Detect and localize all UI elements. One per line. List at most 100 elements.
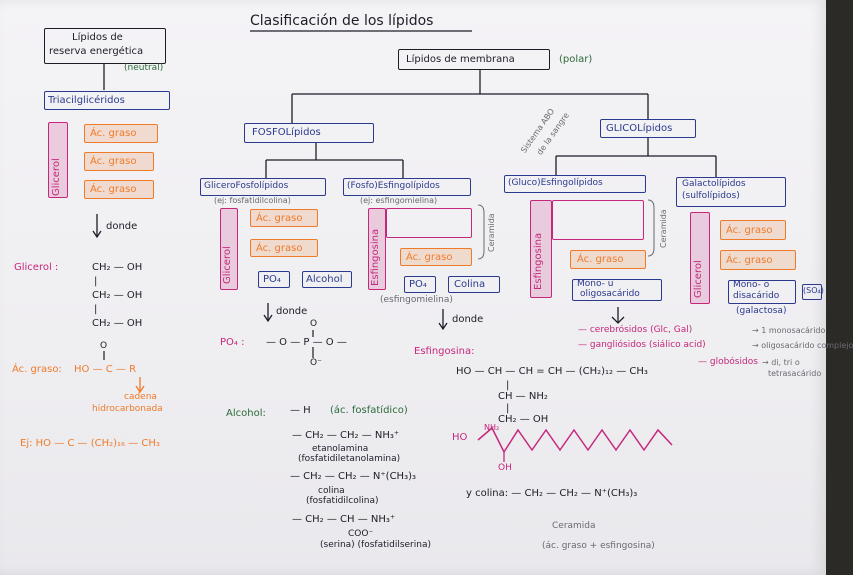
gp-fatty-acid-2 (250, 239, 318, 257)
galactolipids-label: Galactolípidos (682, 179, 746, 189)
membrane-lipids-box (398, 49, 550, 70)
gs-oligosaccharide-2: oligosacárido (580, 289, 640, 299)
sp-colina-label: Colina (454, 279, 486, 290)
alcohol-1-name: (ác. fosfatídico) (330, 405, 408, 416)
fatty-acid-1 (84, 124, 158, 143)
reserve-polarity: (neutral) (124, 63, 164, 73)
glucosphingolipids-box (504, 175, 646, 193)
gl-disaccharide (728, 280, 796, 304)
zigzag-oh: OH (498, 463, 512, 473)
gs-fatty-acid (570, 250, 646, 269)
fatty-acid-3 (84, 180, 154, 199)
ceramide-note: (ác. graso + esfingosina) (542, 541, 655, 551)
ceramide-label: Ceramida (552, 521, 596, 531)
glycerol-formula-3: CH₂ — OH (92, 290, 143, 301)
gl-fatty-acid-2-label: Ác. graso (726, 255, 773, 266)
reserve-heading-line2: reserva energética (49, 46, 144, 57)
phospholipids-box (244, 123, 374, 143)
globosides: — globósidos (698, 357, 758, 367)
triglycerides-box (44, 91, 170, 110)
sulfolipids-label: (sulfolípidos) (682, 191, 740, 201)
po4-label: PO₄ : (220, 337, 245, 348)
gp-fatty-acid-2-label: Ác. graso (256, 243, 303, 254)
sphingosine-branch-4: CH₂ — OH (498, 414, 549, 425)
glycerophospholipids-label: GliceroFosfolípidos (204, 181, 289, 191)
fatty-acid-formula-label: Ác. graso: (12, 364, 62, 375)
alcohol-2-name: etanolamina (312, 444, 369, 454)
globosides-note-2: tetrasacárido (768, 369, 822, 378)
sp-fatty-acid (400, 248, 472, 266)
reserve-lipids-box (44, 28, 166, 64)
gs-sphingosine-arm (552, 200, 644, 240)
page-title: Clasificación de los lípidos (250, 13, 434, 29)
po4-formula: — O — P — O — (266, 337, 347, 348)
glycerol-formula-2: | (94, 276, 98, 287)
glucosphingolipids-label: (Gluco)Esfingolípidos (508, 178, 603, 188)
alcohol-3-name: colina (318, 486, 345, 496)
fatty-acid-2 (84, 152, 154, 171)
gl-so4 (802, 284, 822, 300)
gp-alcohol-label: Alcohol (306, 274, 343, 285)
glycerol-formula-label: Glicerol : (14, 262, 59, 273)
gp-po4-label: PO₄ (263, 274, 281, 285)
fatty-acid-formula: HO — C — R (74, 364, 137, 375)
sphingo-where: donde (452, 314, 484, 325)
gp-fatty-acid-1-label: Ác. graso (256, 213, 303, 224)
sp-sphingosine (368, 208, 386, 290)
zigzag-nh2: NH₂ (484, 423, 500, 432)
gs-sphingosine-label: Esfingosina (533, 232, 544, 290)
alcohol-4-sub: (serina) (fosfatidilserina) (320, 540, 431, 550)
glycerol-formula-5: CH₂ — OH (92, 318, 143, 329)
glycerophospholipids-box (200, 178, 326, 196)
glycerol-backbone-label: Glicerol (51, 158, 62, 196)
po4-o-bottom: O⁻ (310, 358, 322, 368)
gs-oligosaccharide-1: Mono- u (577, 279, 614, 289)
fatty-acid-1-label: Ác. graso (90, 128, 137, 139)
gl-disaccharide-2: disacárido (733, 291, 780, 301)
sphingophospholipids-box (343, 178, 471, 196)
gl-disaccharide-1: Mono- o (733, 280, 770, 290)
gp-fatty-acid-1 (250, 209, 318, 227)
galactolipids-box (676, 177, 786, 207)
sphingophospholipids-note: (ej: esfingomielina) (360, 196, 438, 205)
triglycerides-label: Triacilglicéridos (48, 95, 125, 106)
gs-sphingosine (530, 200, 552, 298)
sp-ceramida-label: Ceramida (487, 213, 496, 252)
gl-fatty-acid-1 (720, 220, 786, 240)
gl-so4-label: (SO₄) (803, 286, 824, 295)
sphingosine-branch-2: CH — NH₂ (498, 391, 548, 402)
glycerol-formula-4: | (94, 304, 98, 315)
fatty-acid-example: Ej: HO — C — (CH₂)₁₆ — CH₃ (20, 438, 160, 449)
alcohol-3-sub: (fosfatidilcolina) (306, 496, 379, 506)
sp-sphingosine-label: Esfingosina (370, 228, 381, 286)
gs-fatty-acid-label: Ác. graso (577, 254, 624, 265)
sp-po4 (404, 276, 436, 293)
membrane-heading: Lípidos de membrana (406, 54, 515, 65)
glycerophospholipids-note: (ej: fosfatidilcolina) (214, 196, 291, 205)
chain-note-2: hidrocarbonada (92, 404, 163, 414)
sp-colina (448, 276, 500, 293)
chain-note-1: cadena (124, 392, 157, 402)
alcohol-2-formula: — CH₂ — CH₂ — NH₃⁺ (292, 430, 400, 441)
reserve-heading-line1: Lípidos de (72, 32, 123, 43)
cerebrosides-note: → 1 monosacárido (752, 326, 826, 335)
sphingosine-formula: HO — CH — CH = CH — (CH₂)₁₂ — CH₃ (456, 366, 648, 377)
fatty-acid-2-label: Ác. graso (90, 156, 137, 167)
gangliosides: — gangliósidos (siálico acid) (578, 340, 706, 350)
gl-galactose-note: (galactosa) (736, 306, 787, 316)
phospho-where: donde (276, 306, 308, 317)
sp-sphingosine-arm (386, 208, 472, 238)
colina-formula: y colina: — CH₂ — CH₂ — N⁺(CH₃)₃ (466, 488, 638, 499)
sp-po4-label: PO₄ (409, 279, 427, 290)
gangliosides-note: → oligosacárido complejo (752, 341, 853, 350)
glycerol-formula-1: CH₂ — OH (92, 262, 143, 273)
sphingosine-branch-3: | (506, 403, 510, 414)
connector-lines (92, 30, 717, 462)
sphingosine-branch-1: | (506, 380, 510, 391)
po4-o-top: O (310, 319, 318, 329)
fatty-acid-3-label: Ác. graso (90, 184, 137, 195)
sp-fatty-acid-label: Ác. graso (406, 252, 453, 263)
reserve-where: donde (106, 221, 138, 232)
phospholipids-label: FOSFOLípidos (252, 127, 321, 138)
